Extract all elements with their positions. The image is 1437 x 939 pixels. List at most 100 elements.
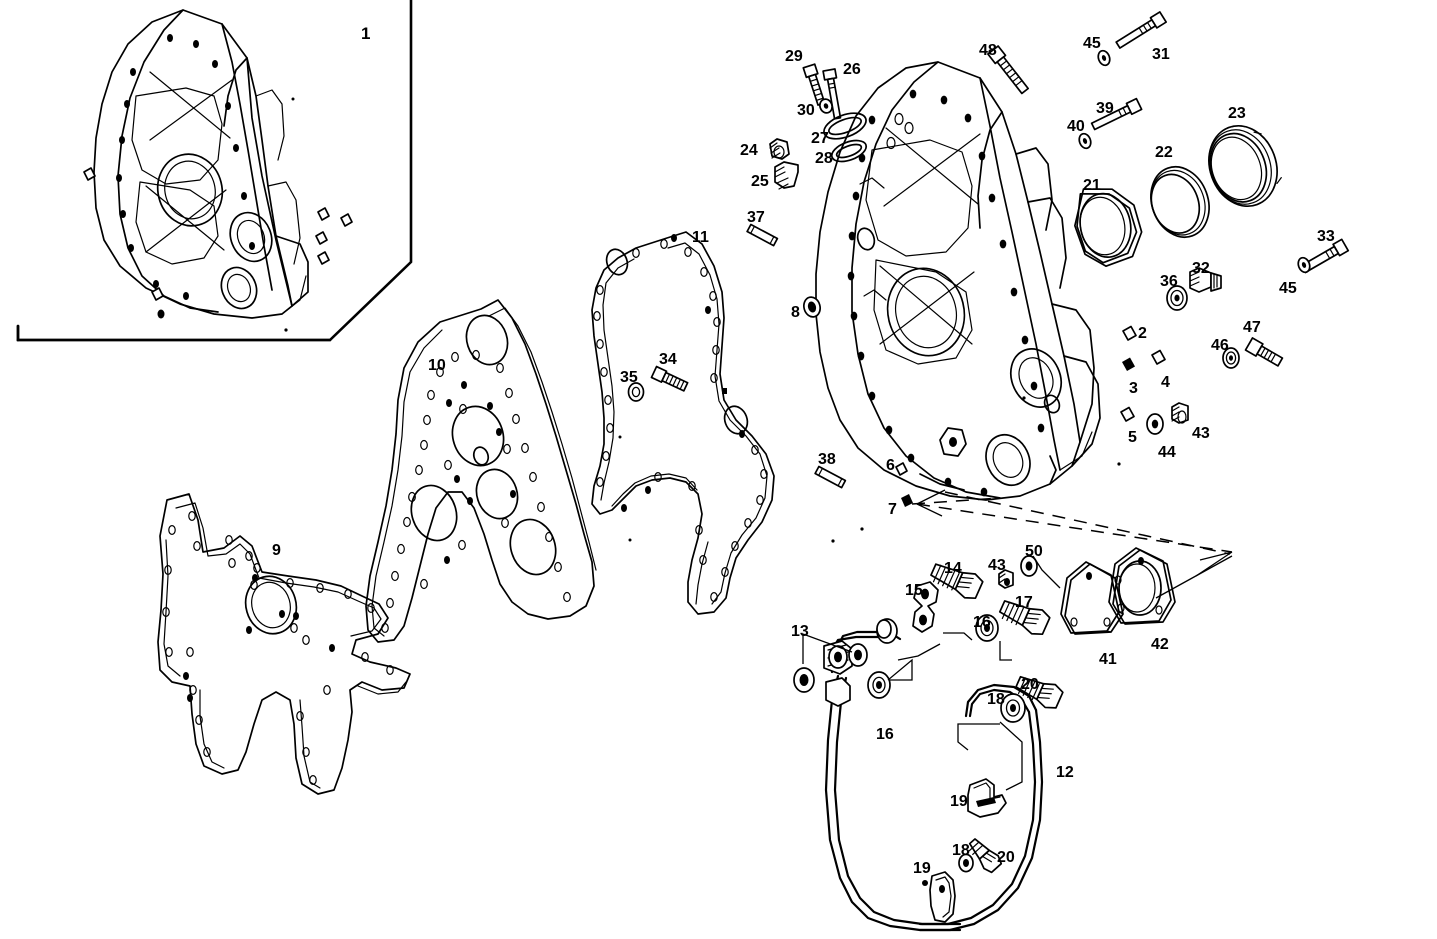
main-flywheel-housing bbox=[815, 61, 1101, 501]
callout-36: 36 bbox=[1160, 273, 1178, 290]
hardware-31 bbox=[1115, 11, 1168, 49]
callout-45-right: 45 bbox=[1279, 280, 1297, 297]
hardware-36 bbox=[1166, 285, 1188, 311]
callout-9: 9 bbox=[272, 542, 281, 559]
leader-18a bbox=[957, 723, 1000, 751]
callout-15: 15 bbox=[905, 582, 923, 599]
hardware-23-oil-seal bbox=[1208, 125, 1282, 207]
callout-17: 17 bbox=[1015, 594, 1033, 611]
callout-30: 30 bbox=[797, 102, 815, 119]
callout-7: 7 bbox=[888, 501, 897, 518]
callout-25: 25 bbox=[751, 173, 769, 190]
callout-28: 28 bbox=[815, 150, 833, 167]
callout-43-line: 43 bbox=[988, 557, 1006, 574]
gasket-9 bbox=[157, 493, 411, 795]
callout-47: 47 bbox=[1243, 319, 1261, 336]
hardware-45b bbox=[1297, 256, 1311, 274]
callout-21: 21 bbox=[1083, 177, 1101, 194]
hardware-21-gasket-ring bbox=[1074, 188, 1143, 268]
hardware-19a bbox=[967, 778, 1007, 818]
hardware-20b bbox=[968, 838, 1003, 874]
hardware-17 bbox=[998, 600, 1051, 636]
callout-23: 23 bbox=[1228, 105, 1246, 122]
inset-flywheel-housing bbox=[83, 9, 353, 332]
hardware-43b bbox=[998, 569, 1014, 589]
callout-18-lower: 18 bbox=[952, 842, 970, 859]
callout-4: 4 bbox=[1161, 374, 1170, 391]
callout-43-right: 43 bbox=[1192, 425, 1210, 442]
callout-27: 27 bbox=[811, 130, 829, 147]
callout-20-lower: 20 bbox=[997, 849, 1015, 866]
hardware-48 bbox=[987, 45, 1030, 95]
hardware-15-bracket bbox=[912, 581, 939, 633]
hardware-33 bbox=[1300, 238, 1350, 274]
hardware-16b bbox=[867, 671, 891, 699]
hardware-18a bbox=[1000, 693, 1026, 723]
hardware-27-oring bbox=[823, 112, 867, 140]
gasket-10 bbox=[365, 299, 597, 643]
callout-20-upper: 20 bbox=[1021, 676, 1039, 693]
hardware-29 bbox=[802, 63, 826, 106]
hardware-46 bbox=[1222, 347, 1240, 369]
hardware-30 bbox=[819, 98, 833, 114]
hardware-28-oring bbox=[830, 139, 868, 163]
callout-11: 11 bbox=[692, 229, 709, 246]
hardware-6 bbox=[895, 462, 908, 476]
callout-48: 48 bbox=[979, 42, 997, 59]
callout-29: 29 bbox=[785, 48, 803, 65]
callout-8: 8 bbox=[791, 304, 800, 321]
callout-40: 40 bbox=[1067, 118, 1085, 135]
callout-41: 41 bbox=[1099, 651, 1117, 668]
hardware-40 bbox=[1078, 132, 1092, 150]
callout-39: 39 bbox=[1096, 100, 1114, 117]
hardware-20a bbox=[1015, 675, 1064, 709]
leader-16b bbox=[887, 658, 913, 681]
callout-1: 1 bbox=[361, 24, 371, 43]
callout-18-upper: 18 bbox=[987, 691, 1005, 708]
hardware-18b bbox=[958, 853, 974, 873]
callout-5: 5 bbox=[1128, 429, 1137, 446]
leader-15 bbox=[897, 643, 941, 661]
leader-14 bbox=[943, 632, 973, 641]
callout-22: 22 bbox=[1155, 144, 1173, 161]
hardware-5 bbox=[1120, 406, 1135, 422]
hardware-22-wear-ring bbox=[1150, 165, 1210, 239]
hardware-7 bbox=[901, 494, 913, 507]
callout-3: 3 bbox=[1129, 380, 1138, 397]
callout-34: 34 bbox=[659, 351, 677, 368]
callout-42: 42 bbox=[1151, 636, 1169, 653]
hardware-32 bbox=[1189, 267, 1222, 293]
hardware-4 bbox=[1151, 349, 1166, 365]
oil-return-line-12 bbox=[918, 683, 1044, 932]
hardware-38 bbox=[814, 465, 847, 489]
hardware-24 bbox=[769, 138, 790, 160]
callout-46: 46 bbox=[1211, 337, 1229, 354]
hardware-25 bbox=[774, 161, 799, 190]
hardware-45a bbox=[1097, 49, 1111, 67]
hardware-14 bbox=[930, 563, 984, 600]
callout-33: 33 bbox=[1317, 228, 1335, 245]
oil-supply-line-13 bbox=[793, 618, 962, 932]
callout-19-lower: 19 bbox=[913, 860, 931, 877]
callout-45-top: 45 bbox=[1083, 35, 1101, 52]
inset-frame bbox=[16, 0, 413, 342]
hardware-43a bbox=[1171, 402, 1189, 424]
callout-6: 6 bbox=[886, 457, 895, 474]
hardware-16a bbox=[975, 614, 999, 642]
callout-38: 38 bbox=[818, 451, 836, 468]
leader-lines-cover-plates bbox=[911, 489, 1233, 599]
hardware-34 bbox=[650, 365, 689, 392]
leader-17 bbox=[999, 641, 1012, 661]
hardware-2 bbox=[1122, 325, 1137, 341]
leader-50 bbox=[1032, 555, 1061, 589]
callout-44: 44 bbox=[1158, 444, 1176, 461]
callout-13: 13 bbox=[791, 623, 809, 640]
hardware-47 bbox=[1244, 337, 1284, 367]
stray-marks bbox=[831, 462, 1121, 543]
hardware-44 bbox=[1146, 413, 1164, 435]
callout-35: 35 bbox=[620, 369, 638, 386]
hardware-37 bbox=[746, 223, 779, 247]
callout-50: 50 bbox=[1025, 543, 1043, 560]
callout-14: 14 bbox=[944, 560, 962, 577]
